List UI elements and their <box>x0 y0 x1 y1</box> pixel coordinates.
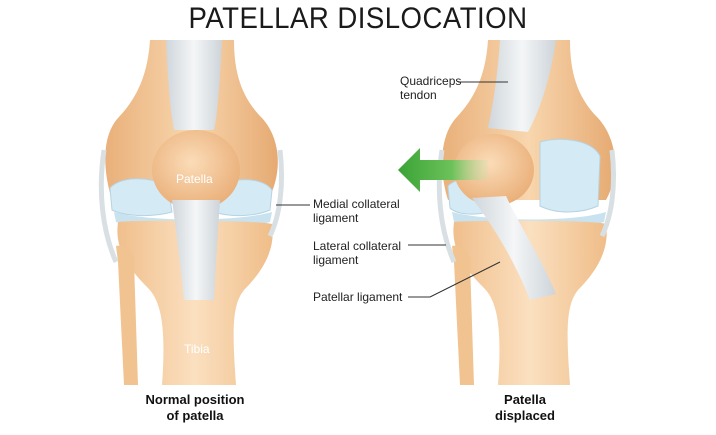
label-lateral-collateral: Lateral collateral ligament <box>313 239 402 267</box>
left-patellar-ligament <box>172 200 220 300</box>
left-medial-collateral-ligament <box>98 149 119 264</box>
leader-patellar-ligament-diag <box>429 261 501 298</box>
label-patellar-ligament: Patellar ligament <box>313 290 403 304</box>
left-quadriceps-tendon <box>166 40 222 130</box>
diagram-title: PATELLAR DISLOCATION <box>188 2 528 35</box>
right-lateral-collateral-ligament <box>599 149 616 238</box>
right-patella <box>454 134 534 206</box>
label-patella: Patella <box>176 172 213 186</box>
left-tibia <box>117 220 273 385</box>
right-knee <box>398 40 616 385</box>
right-cartilage-lateral <box>539 138 601 213</box>
arrow-left-icon <box>398 148 488 192</box>
leader-lines <box>276 81 508 298</box>
right-patellar-ligament <box>472 196 556 300</box>
label-tibia: Tibia <box>184 342 210 356</box>
caption-normal: Normal position of patella <box>145 392 245 423</box>
label-medial-collateral: Medial collateral ligament <box>313 197 400 225</box>
left-patella <box>152 130 240 210</box>
right-quadriceps-tendon <box>488 40 556 132</box>
left-lateral-collateral-ligament <box>267 149 284 238</box>
right-fibula <box>452 245 474 385</box>
left-knee <box>98 40 284 385</box>
right-tibia <box>453 220 607 385</box>
label-quadriceps-tendon: Quadriceps tendon <box>400 74 462 102</box>
left-fibula <box>116 245 138 385</box>
caption-displaced: Patella displaced <box>495 392 555 423</box>
